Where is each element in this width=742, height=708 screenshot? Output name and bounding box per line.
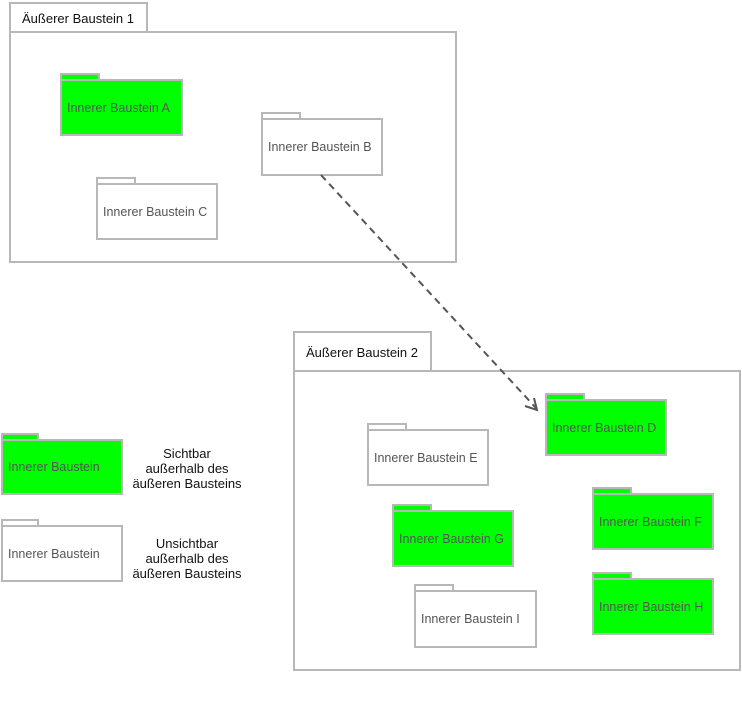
inner-module-e-tab	[367, 423, 407, 430]
inner-module-a: Innerer Baustein A	[60, 79, 183, 136]
outer-module-2-tab	[293, 331, 432, 372]
inner-module-c: Innerer Baustein C	[96, 183, 218, 240]
inner-module-g-tab	[392, 504, 432, 511]
inner-module-f: Innerer Baustein F	[592, 493, 714, 550]
inner-module-h: Innerer Baustein H	[592, 578, 714, 635]
outer-module-2-label: Äußerer Baustein 2	[306, 345, 419, 360]
inner-module-d-tab	[545, 393, 585, 400]
legend-invisible-line-1: Unsichtbar	[155, 536, 219, 551]
inner-module-d: Innerer Baustein D	[545, 399, 667, 456]
legend-visible-line-1: Sichtbar	[163, 446, 211, 461]
inner-module-i-tab	[414, 584, 454, 591]
inner-module-h-tab	[592, 572, 632, 579]
legend-invisible-box: Innerer Baustein	[1, 525, 123, 582]
dependency-arrow-line	[320, 174, 537, 409]
inner-module-a-tab	[60, 73, 100, 80]
inner-module-f-tab	[592, 487, 632, 494]
outer-module-1-label: Äußerer Baustein 1	[22, 11, 135, 26]
legend-invisible-line-2: außerhalb des	[145, 551, 229, 566]
legend-visible-box: Innerer Baustein	[1, 439, 123, 495]
legend-visible-text: Sichtbar außerhalb des äußeren Bausteins	[117, 446, 257, 491]
legend-invisible-line-3: äußeren Bausteins	[132, 566, 242, 581]
legend-visible-line-3: äußeren Bausteins	[132, 476, 242, 491]
legend-visible-box-tab	[1, 433, 39, 440]
legend-invisible-box-tab	[1, 519, 39, 526]
inner-module-b-tab	[261, 112, 301, 119]
inner-module-e: Innerer Baustein E	[367, 429, 489, 486]
inner-module-i: Innerer Baustein I	[414, 590, 537, 648]
legend-visible-line-2: außerhalb des	[145, 461, 229, 476]
legend-invisible-text: Unsichtbar außerhalb des äußeren Baustei…	[117, 536, 257, 581]
outer-module-1-tab	[9, 2, 148, 33]
inner-module-c-tab	[96, 177, 136, 184]
inner-module-g: Innerer Baustein G	[392, 510, 514, 567]
dependency-arrow-head	[524, 397, 539, 412]
